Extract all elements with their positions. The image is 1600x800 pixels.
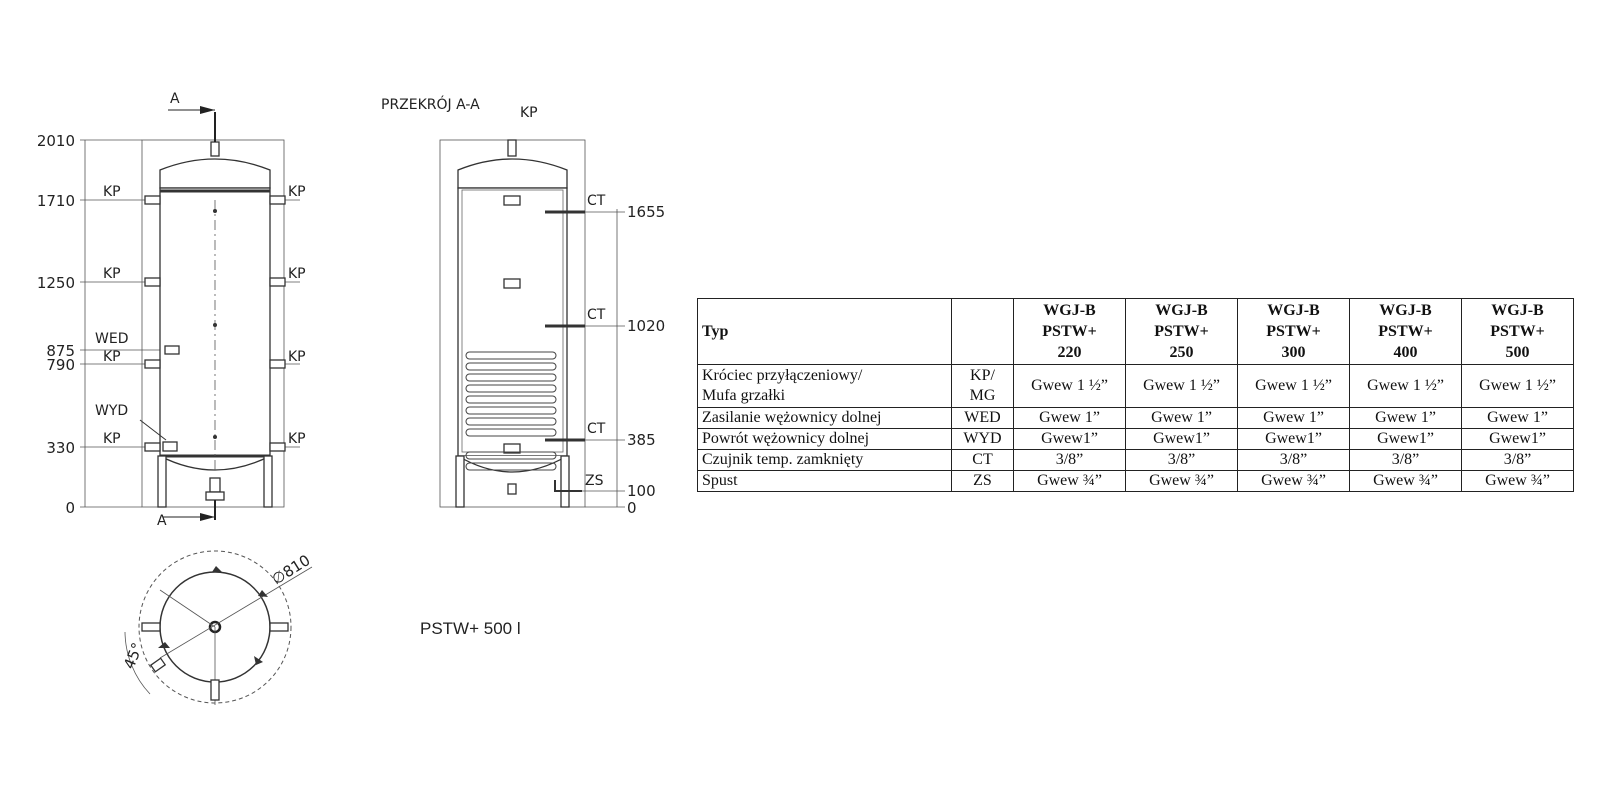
table-row: Króciec przyłączeniowy/Mufa grzałki KP/M… — [697, 364, 1574, 408]
row-value: Gwew1” — [1461, 428, 1574, 450]
height-label-790: 790 — [46, 356, 75, 374]
row-value: Gwew 1” — [1013, 407, 1126, 429]
label-ct: CT — [587, 421, 606, 437]
label-kp: KP — [520, 105, 538, 121]
row-value: Gwew1” — [1013, 428, 1126, 450]
row-code: KP/MG — [951, 364, 1014, 408]
table-row: Czujnik temp. zamknięty CT 3/8” 3/8” 3/8… — [697, 449, 1574, 471]
row-value: Gwew1” — [1349, 428, 1462, 450]
label-kp: KP — [103, 266, 121, 282]
height-label-100: 100 — [627, 482, 656, 500]
height-label-1020: 1020 — [627, 317, 665, 335]
row-value: Gwew 1” — [1125, 407, 1238, 429]
section-mark: A — [170, 91, 180, 107]
row-value: Gwew 1 ½” — [1349, 364, 1462, 408]
label-kp: KP — [103, 349, 121, 365]
row-value: Gwew 1” — [1461, 407, 1574, 429]
row-name: Króciec przyłączeniowy/Mufa grzałki — [697, 364, 952, 408]
row-name: Powrót wężownicy dolnej — [697, 428, 952, 450]
angle-label: 45° — [120, 640, 147, 671]
diameter-label: ∅810 — [269, 551, 314, 588]
row-value: Gwew ¾” — [1461, 470, 1574, 492]
row-value: Gwew ¾” — [1013, 470, 1126, 492]
label-kp: KP — [288, 431, 306, 447]
row-name: Spust — [697, 470, 952, 492]
top-view: ∅810 45° — [120, 550, 314, 705]
row-value: 3/8” — [1461, 449, 1574, 471]
label-kp: KP — [288, 184, 306, 200]
row-code: WYD — [951, 428, 1014, 450]
header-typ: Typ — [697, 298, 952, 365]
row-value: Gwew1” — [1125, 428, 1238, 450]
row-value: Gwew 1 ½” — [1013, 364, 1126, 408]
label-wed: WED — [95, 331, 128, 347]
table-row: Zasilanie wężownicy dolnej WED Gwew 1” G… — [697, 407, 1574, 429]
height-label-0: 0 — [627, 499, 637, 517]
height-label-1250: 1250 — [37, 274, 75, 292]
header-blank — [951, 298, 1014, 365]
table-row: Spust ZS Gwew ¾” Gwew ¾” Gwew ¾” Gwew ¾”… — [697, 470, 1574, 492]
table-row: Powrót wężownicy dolnej WYD Gwew1” Gwew1… — [697, 428, 1574, 450]
row-value: Gwew 1 ½” — [1237, 364, 1350, 408]
row-value: 3/8” — [1013, 449, 1126, 471]
label-ct: CT — [587, 193, 606, 209]
row-value: Gwew ¾” — [1237, 470, 1350, 492]
row-value: Gwew ¾” — [1125, 470, 1238, 492]
row-code: WED — [951, 407, 1014, 429]
row-name: Zasilanie wężownicy dolnej — [697, 407, 952, 429]
row-value: 3/8” — [1349, 449, 1462, 471]
row-value: Gwew 1 ½” — [1461, 364, 1574, 408]
row-value: 3/8” — [1237, 449, 1350, 471]
row-name: Czujnik temp. zamknięty — [697, 449, 952, 471]
height-label-0: 0 — [65, 499, 75, 517]
row-code: CT — [951, 449, 1014, 471]
label-kp: KP — [288, 266, 306, 282]
label-kp: KP — [103, 431, 121, 447]
row-value: Gwew ¾” — [1349, 470, 1462, 492]
section-title: PRZEKRÓJ A-A — [381, 95, 480, 113]
height-label-2010: 2010 — [37, 132, 75, 150]
section-mark: A — [157, 513, 167, 529]
height-label-330: 330 — [46, 439, 75, 457]
product-label: PSTW+ 500 l — [420, 619, 521, 638]
row-value: Gwew 1” — [1237, 407, 1350, 429]
row-code: ZS — [951, 470, 1014, 492]
label-kp: KP — [288, 349, 306, 365]
height-label-385: 385 — [627, 431, 656, 449]
height-label-1655: 1655 — [627, 203, 665, 221]
height-label-1710: 1710 — [37, 192, 75, 210]
row-value: Gwew1” — [1237, 428, 1350, 450]
label-zs: ZS — [585, 473, 604, 489]
label-kp: KP — [103, 184, 121, 200]
label-ct: CT — [587, 307, 606, 323]
row-value: Gwew 1” — [1349, 407, 1462, 429]
height-label-875: 875 — [46, 342, 75, 360]
section-view: PRZEKRÓJ A-A KP — [381, 95, 665, 517]
row-value: Gwew 1 ½” — [1125, 364, 1238, 408]
label-wyd: WYD — [95, 403, 128, 419]
row-value: 3/8” — [1125, 449, 1238, 471]
front-view: 2010 1710 1250 875 790 330 0 KP KP WED K… — [37, 91, 306, 529]
